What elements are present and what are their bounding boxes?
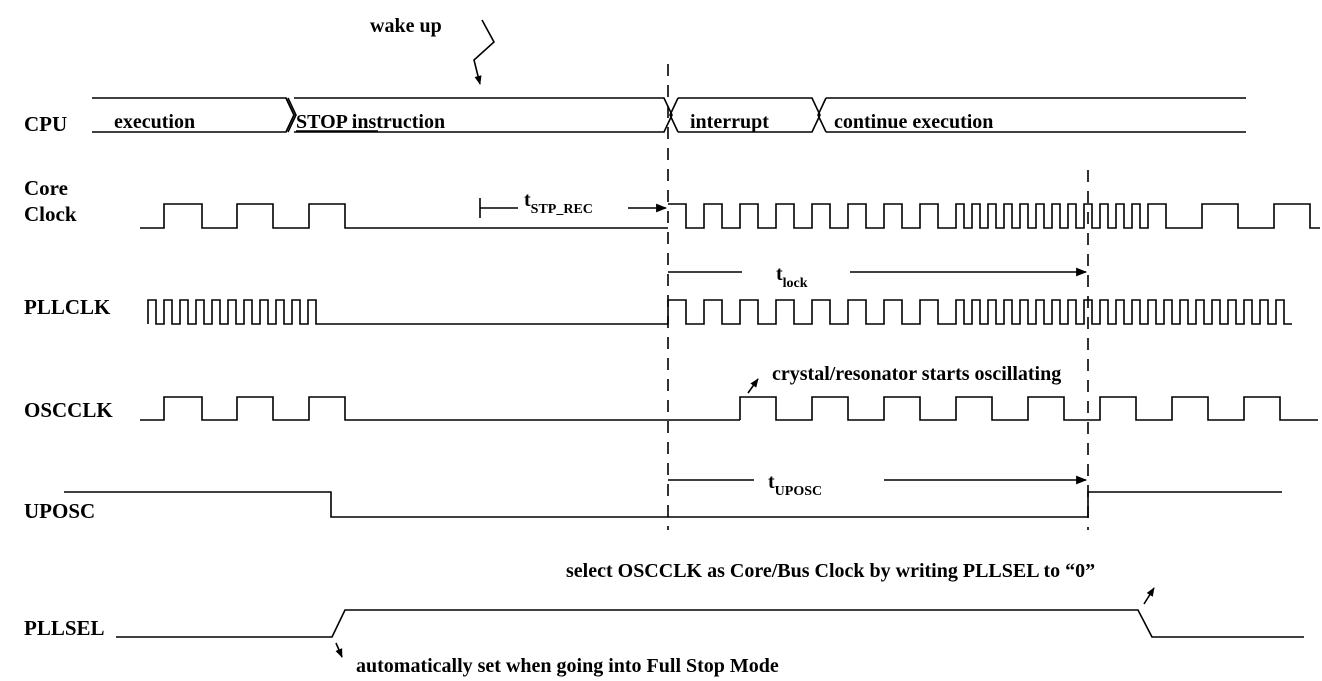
core-clock-waveform: [140, 203, 1320, 229]
auto-set-label: automatically set when going into Full S…: [356, 655, 779, 677]
auto-set-arrow: [335, 642, 343, 658]
uposc-waveform: [64, 491, 1282, 518]
cpu-phase-execution: execution: [114, 111, 195, 133]
crystal-starts-label: crystal/resonator starts oscillating: [772, 363, 1061, 385]
select-oscclk-arrow: [1143, 587, 1155, 605]
signal-label-pllclk: PLLCLK: [24, 295, 111, 319]
pllclk-waveform: [147, 299, 1292, 325]
wake-up-label: wake up: [370, 15, 442, 37]
tuposc-label: tUPOSC: [768, 471, 822, 499]
signal-label-uposc: UPOSC: [24, 499, 95, 523]
signal-label-oscclk: OSCCLK: [24, 398, 113, 422]
cpu-bus-waveform: [92, 97, 1246, 133]
select-oscclk-label: select OSCCLK as Core/Bus Clock by writi…: [566, 560, 1095, 582]
cpu-phase-continue-execution: continue execution: [834, 111, 993, 133]
tstp-rec-label: tSTP_REC: [524, 189, 593, 217]
oscclk-waveform: [140, 396, 1318, 421]
cpu-phase-interrupt: interrupt: [690, 111, 769, 133]
tlock-label: tlock: [776, 263, 808, 291]
signal-label-cpu: CPU: [24, 112, 67, 136]
signal-label-core-clock-line1: Core: [24, 176, 68, 200]
crystal-start-arrow: [747, 378, 759, 394]
signal-label-pllsel: PLLSEL: [24, 616, 105, 640]
pllsel-waveform: [116, 609, 1304, 638]
signal-label-core-clock-line2: Clock: [24, 202, 77, 226]
cpu-phase-stop-instruction: STOP instruction: [296, 111, 445, 133]
wake-up-lightning-arrow: [473, 19, 496, 85]
